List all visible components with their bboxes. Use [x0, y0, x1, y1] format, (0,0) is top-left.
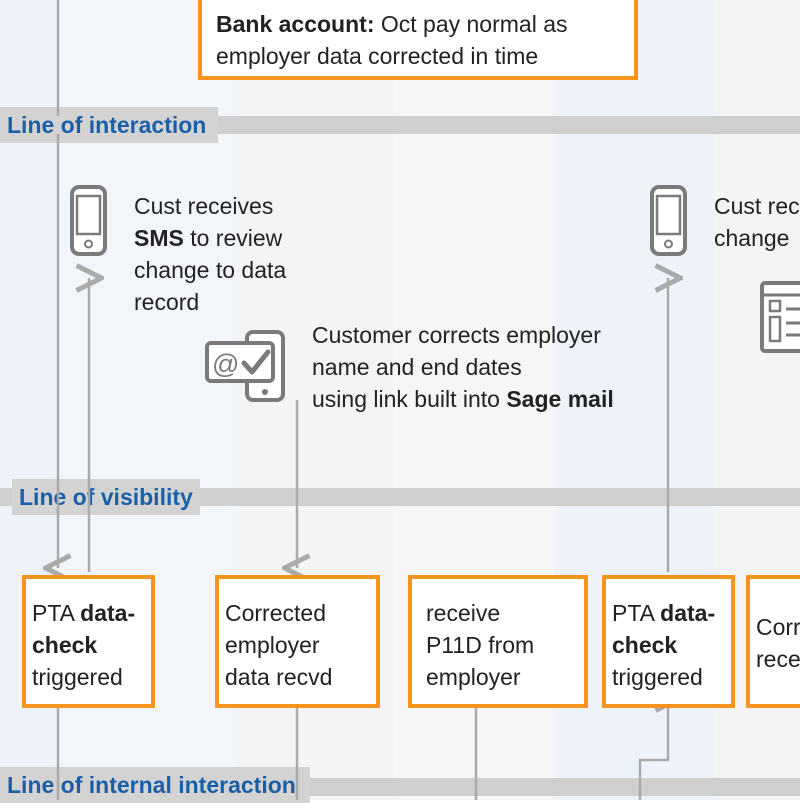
box-text-line: triggered [612, 664, 703, 690]
step-text-bold: Sage mail [506, 386, 614, 412]
step-text-rest: to review [183, 225, 283, 251]
step-customer-corrects: Customer corrects employer name and end … [312, 319, 614, 415]
line-of-visibility-rule [0, 488, 800, 506]
box-text-line: triggered [32, 664, 123, 690]
step-text-line: SMS to review [134, 222, 286, 254]
line-of-visibility-label: Line of visibility [12, 479, 200, 515]
bank-account-line-1: Bank account: Oct pay normal as [216, 8, 620, 40]
pta-data-check-box: PTA data- check triggered [22, 575, 155, 708]
box-text-line: PTA data- [612, 597, 726, 629]
form-icon [760, 281, 800, 353]
pta-data-check-box: PTA data- check triggered [602, 575, 735, 708]
bank-account-text: Oct pay normal as [374, 11, 568, 37]
step-text-line: using link built into Sage mail [312, 383, 614, 415]
box-text-line: P11D from [426, 632, 535, 658]
phone-icon [650, 185, 687, 256]
box-text-bold: check [612, 632, 678, 658]
step-text-line: change to data [134, 257, 287, 283]
step-text-line: Cust receives [134, 193, 274, 219]
step-text-line: Cust rec [714, 193, 800, 219]
line-of-interaction-label: Line of interaction [0, 107, 219, 143]
email-check-icon: @ [205, 330, 285, 402]
connector-elbow-arrow [638, 698, 668, 800]
box-text-bold: data- [80, 600, 136, 626]
step-text-rest: using link built into [312, 386, 507, 412]
corrected-employer-data-box: Corrected employer data recvd [215, 575, 380, 708]
bank-account-box: Bank account: Oct pay normal as employer… [198, 0, 638, 80]
bank-account-line-2: employer data corrected in time [216, 43, 539, 69]
box-text-line: employer [426, 664, 521, 690]
phone-icon [70, 185, 107, 256]
box-text-line: receive [426, 600, 501, 626]
box-text: PTA [32, 600, 81, 626]
box-text-line: rece [756, 646, 800, 672]
box-text-line: PTA data- [32, 597, 146, 629]
box-text-line: Corrected [225, 600, 326, 626]
receive-p11d-box: receive P11D from employer [408, 575, 588, 708]
step-text-bold: SMS [134, 225, 184, 251]
step-text-line: change [714, 225, 790, 251]
step-cust-receives-change: Cust rec change [714, 190, 800, 254]
box-text-line: data recvd [225, 664, 333, 690]
box-text-line: check [612, 629, 726, 661]
box-text: PTA [612, 600, 661, 626]
line-of-internal-interaction-label: Line of internal interaction [0, 767, 310, 803]
box-text-bold: data- [660, 600, 716, 626]
corrected-data-box-partial: Corr rece [746, 575, 800, 708]
svg-text:@: @ [212, 349, 239, 379]
bank-account-label: Bank account: [216, 11, 375, 37]
step-cust-receives-sms: Cust receives SMS to review change to da… [134, 190, 286, 318]
step-text-line: name and end dates [312, 354, 522, 380]
box-text-bold: check [32, 632, 98, 658]
step-text-line: record [134, 289, 200, 315]
box-text-line: Corr [756, 614, 800, 640]
box-text-line: employer [225, 632, 320, 658]
step-text-line: Customer corrects employer [312, 322, 601, 348]
box-text-line: check [32, 629, 146, 661]
